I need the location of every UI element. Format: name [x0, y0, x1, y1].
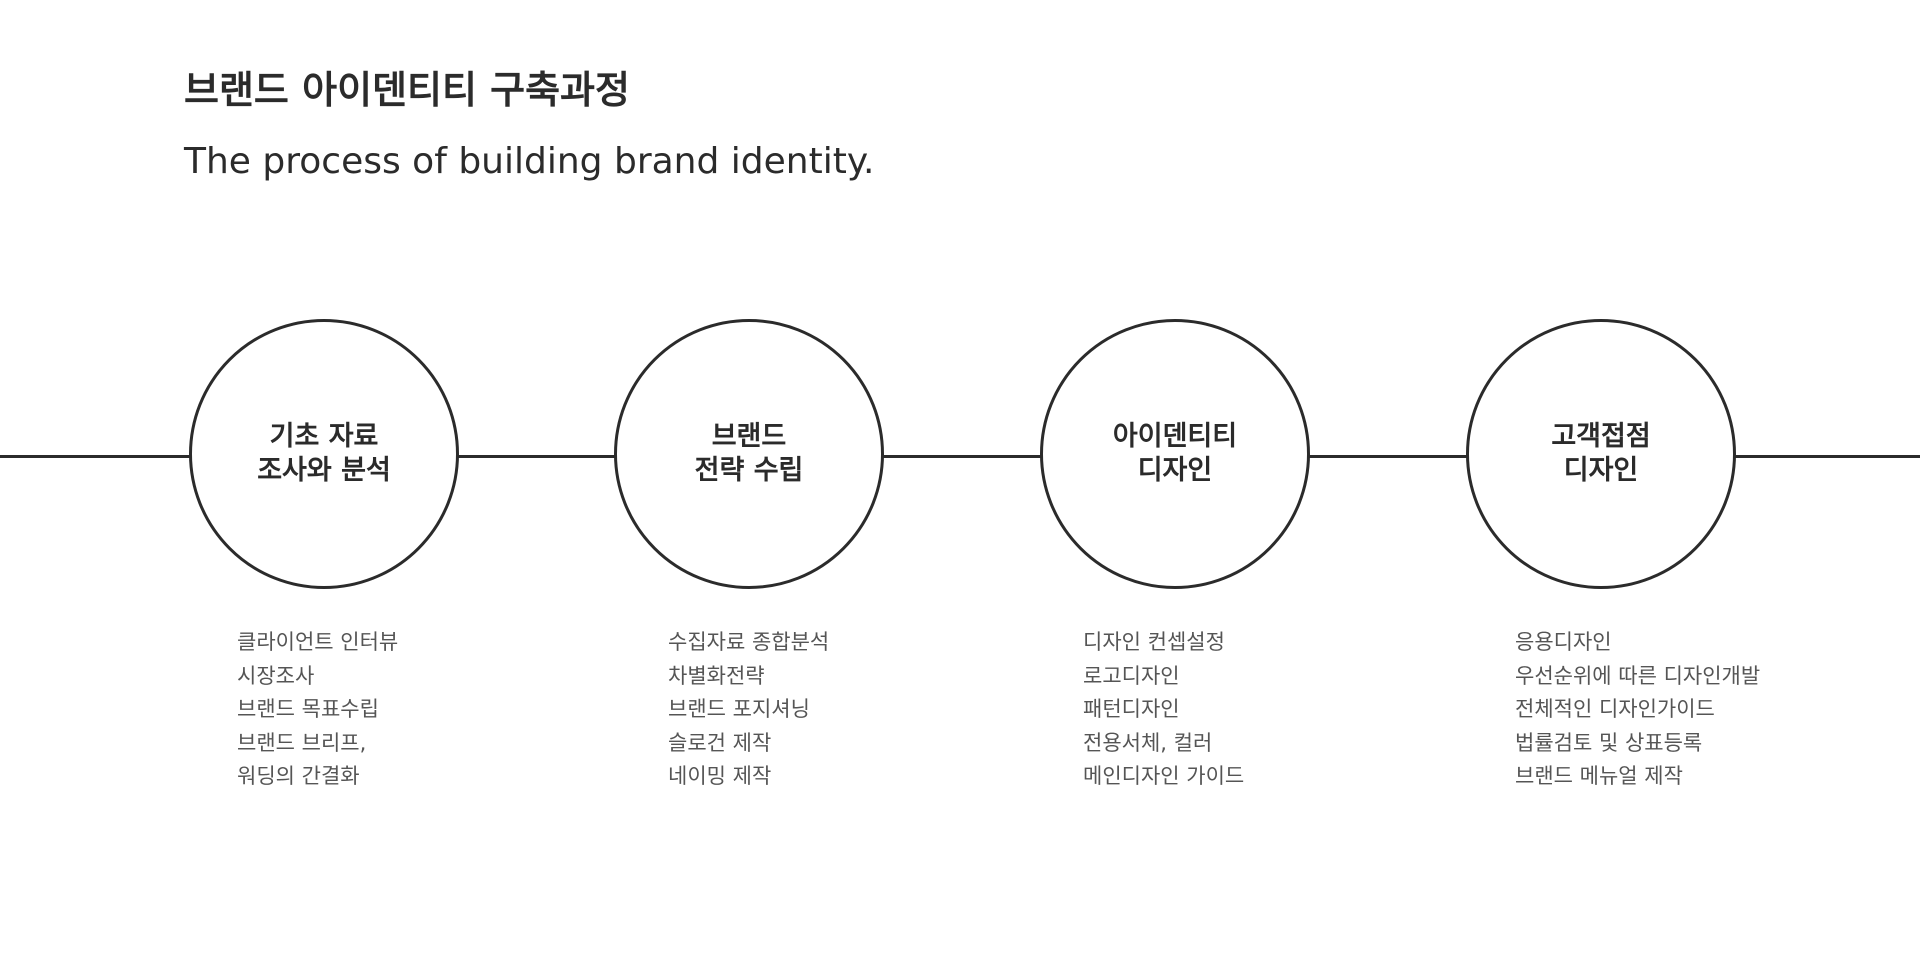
page-title: 브랜드 아이덴티티 구축과정	[184, 68, 630, 112]
list-item: 네이밍 제작	[668, 764, 772, 788]
list-item: 메인디자인 가이드	[1083, 764, 1245, 788]
step-label-strategy: 브랜드 전략 수립	[694, 421, 804, 486]
list-item: 슬로건 제작	[668, 730, 772, 755]
list-item: 디자인 컨셉설정	[1083, 630, 1225, 654]
step-items-strategy: 수집자료 종합분석 차별화전략 브랜드 포지셔닝 슬로건 제작 네이밍 제작	[668, 626, 829, 794]
step-circle-identity: 아이덴티티 디자인	[1040, 319, 1310, 589]
list-item: 차별화전략	[668, 663, 765, 688]
list-item: 브랜드 브리프,	[237, 730, 367, 755]
page-subtitle: The process of building brand identity.	[184, 141, 875, 182]
list-item: 전용서체, 컬러	[1083, 730, 1213, 755]
list-item: 수집자료 종합분석	[668, 630, 830, 654]
step-label-research: 기초 자료 조사와 분석	[257, 421, 391, 486]
list-item: 클라이언트 인터뷰	[237, 630, 399, 654]
step-items-touchpoint: 응용디자인 우선순위에 따른 디자인개발 전체적인 디자인가이드 법률검토 및 …	[1515, 626, 1760, 794]
list-item: 응용디자인	[1515, 630, 1612, 654]
step-items-research: 클라이언트 인터뷰 시장조사 브랜드 목표수립 브랜드 브리프, 워딩의 간결화	[237, 626, 398, 794]
list-item: 워딩의 간결화	[237, 764, 360, 788]
step-circle-research: 기초 자료 조사와 분석	[189, 319, 459, 589]
list-item: 우선순위에 따른 디자인개발	[1515, 663, 1761, 688]
step-label-touchpoint: 고객접점 디자인	[1551, 421, 1651, 486]
step-items-identity: 디자인 컨셉설정 로고디자인 패턴디자인 전용서체, 컬러 메인디자인 가이드	[1083, 626, 1244, 794]
list-item: 브랜드 메뉴얼 제작	[1515, 764, 1683, 788]
step-label-identity: 아이덴티티 디자인	[1112, 421, 1238, 486]
list-item: 브랜드 목표수립	[237, 697, 379, 721]
list-item: 브랜드 포지셔닝	[668, 697, 810, 721]
list-item: 로고디자인	[1083, 663, 1180, 688]
step-circle-touchpoint: 고객접점 디자인	[1466, 319, 1736, 589]
list-item: 패턴디자인	[1083, 697, 1180, 721]
list-item: 전체적인 디자인가이드	[1515, 697, 1715, 721]
step-circle-strategy: 브랜드 전략 수립	[614, 319, 884, 589]
list-item: 시장조사	[237, 663, 315, 688]
timeline-line	[0, 455, 1920, 458]
list-item: 법률검토 및 상표등록	[1515, 730, 1703, 755]
